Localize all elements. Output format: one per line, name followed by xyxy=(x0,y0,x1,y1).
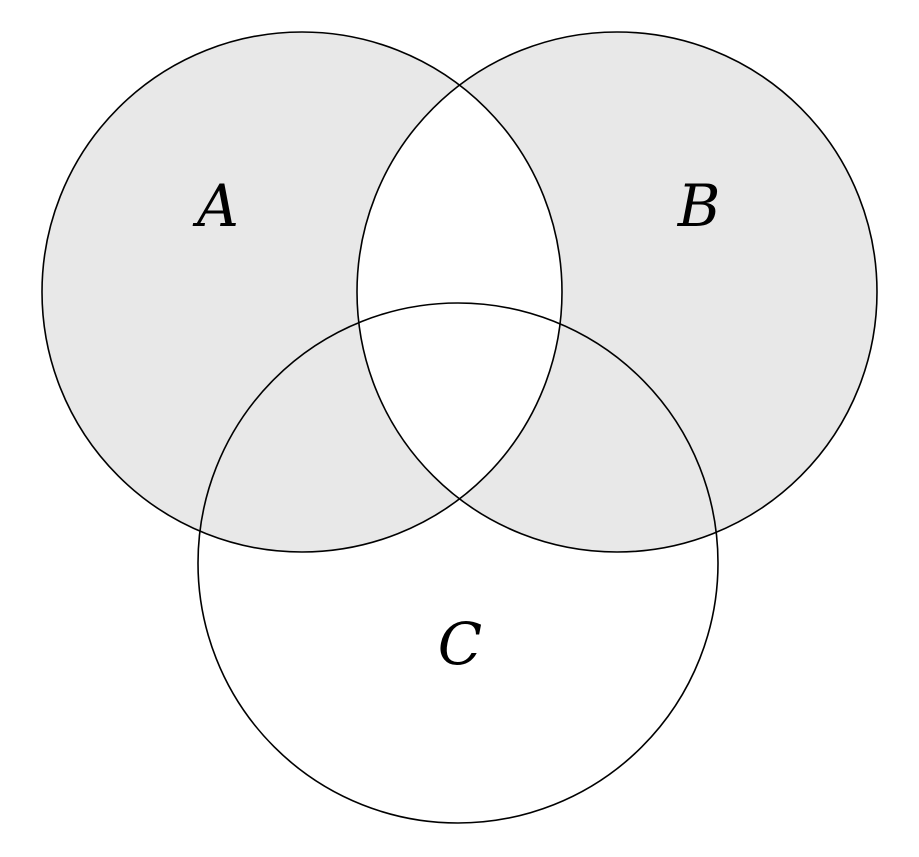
label-set-a: A xyxy=(192,172,239,240)
label-set-b: B xyxy=(677,172,721,240)
circle-b-outline xyxy=(356,31,878,553)
circle-a-outline xyxy=(41,31,563,553)
circle-c-outline xyxy=(197,302,719,824)
shaded-region-a-xor-b xyxy=(41,31,877,553)
label-set-c: C xyxy=(438,610,482,678)
